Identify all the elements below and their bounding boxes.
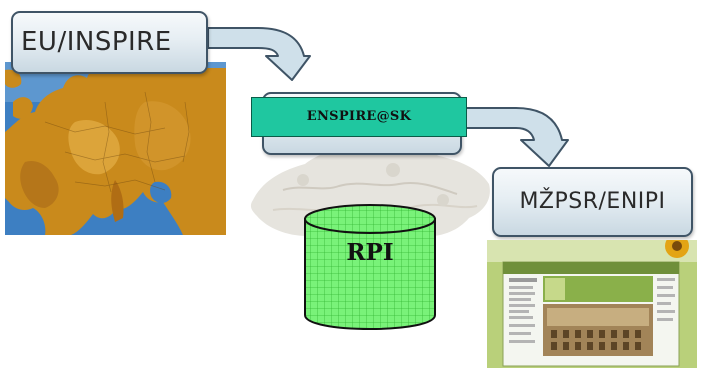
website-screenshot-image (487, 240, 697, 368)
eu-inspire-label: EU/INSPIRE (21, 27, 172, 57)
mzpsr-enipi-label: MŽPSR/ENIPI (519, 189, 666, 214)
eu-inspire-box: EU/INSPIRE (11, 11, 208, 74)
rpi-label: RPI (346, 239, 394, 266)
database-cylinder-icon (304, 204, 436, 331)
arrow-eu-to-enspire (207, 27, 311, 81)
arrow-enspire-to-ministry (463, 107, 569, 167)
enspire-sk-label: ENSPIRE@SK (251, 97, 467, 137)
mzpsr-enipi-box: MŽPSR/ENIPI (492, 167, 693, 237)
